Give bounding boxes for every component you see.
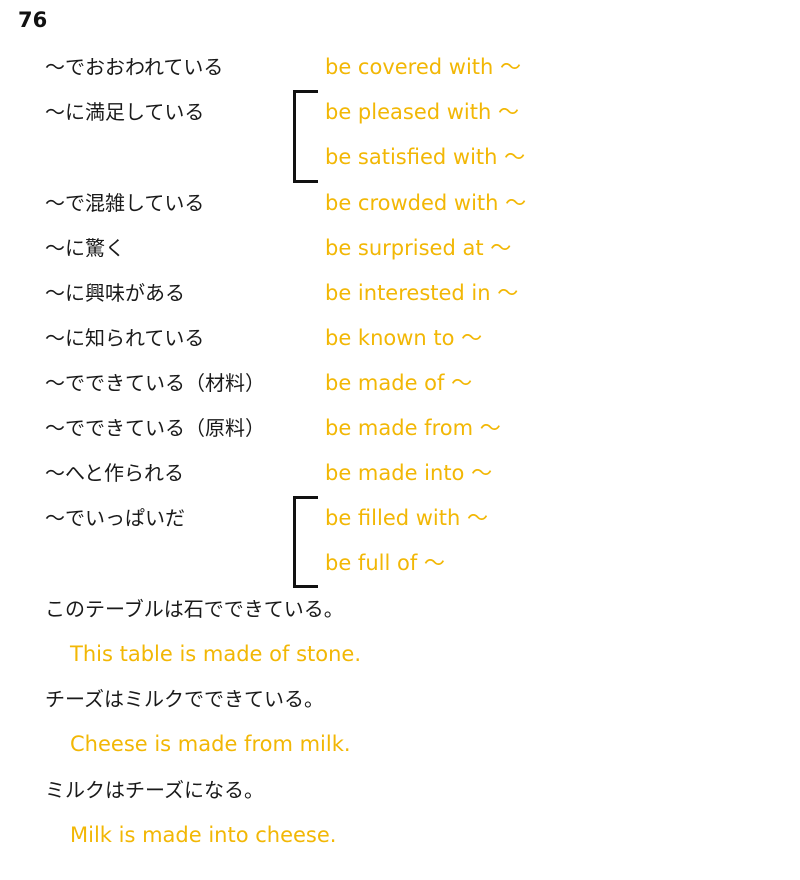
phrase-en: be made into ～: [325, 461, 493, 485]
phrase-en: be satisfied with ～: [325, 145, 526, 169]
phrase-jp: ～に興味がある: [45, 281, 185, 305]
bracket-filled-full: [293, 496, 318, 588]
example-jp: チーズはミルクでできている。: [45, 687, 324, 711]
phrase-jp: ～で混雑している: [45, 191, 205, 215]
bracket-pleased-satisfied: [293, 90, 318, 183]
phrase-en: be crowded with ～: [325, 191, 527, 215]
phrase-en: be interested in ～: [325, 281, 519, 305]
example-jp: このテーブルは石でできている。: [45, 597, 344, 621]
phrase-jp: ～でいっぱいだ: [45, 506, 185, 530]
phrase-en: be full of ～: [325, 551, 445, 575]
example-en: Milk is made into cheese.: [70, 823, 337, 847]
example-en: Cheese is made from milk.: [70, 732, 351, 756]
phrase-en: be surprised at ～: [325, 236, 512, 260]
page-number: 76: [18, 8, 48, 32]
phrase-en: be covered with ～: [325, 55, 521, 79]
phrase-jp: ～でできている（原料）: [45, 416, 265, 440]
phrase-jp: ～へと作られる: [45, 461, 184, 485]
phrase-en: be pleased with ～: [325, 100, 519, 124]
example-jp: ミルクはチーズになる。: [45, 778, 264, 802]
phrase-en: be made of ～: [325, 371, 473, 395]
phrase-jp: ～に驚く: [45, 236, 125, 260]
phrase-en: be known to ～: [325, 326, 483, 350]
phrase-jp: ～でおおわれている: [45, 55, 224, 79]
phrase-jp: ～でできている（材料）: [45, 371, 265, 395]
phrase-jp: ～に満足している: [45, 100, 205, 124]
example-en: This table is made of stone.: [70, 642, 361, 666]
phrase-en: be made from ～: [325, 416, 501, 440]
phrase-jp: ～に知られている: [45, 326, 205, 350]
phrase-en: be filled with ～: [325, 506, 488, 530]
